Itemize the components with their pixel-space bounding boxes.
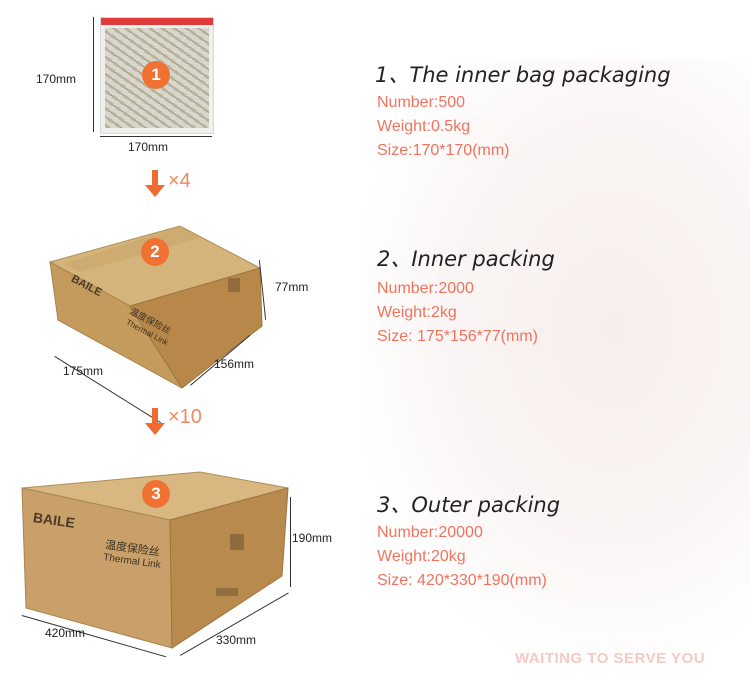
thermal-fuses-pattern [105, 28, 209, 128]
multiplier-2: ×10 [168, 406, 202, 428]
stage-3-title: 3、Outer packing [377, 493, 561, 517]
inner-box [48, 225, 263, 389]
outer-box-length-label: 420mm [45, 626, 86, 640]
stage-1-weight: Weight:0.5kg [377, 118, 471, 135]
inner-box-length-label: 175mm [63, 364, 104, 378]
outer-box [21, 471, 289, 649]
stage-1-badge: 1 [142, 61, 170, 89]
stage-2-weight: Weight:2kg [377, 304, 457, 321]
outer-box-width-label: 330mm [216, 633, 257, 647]
stage-3-number: Number:20000 [377, 524, 483, 541]
stage-3-specs: Number:20000 Weight:20kg Size: 420*330*1… [377, 521, 547, 593]
stage-3-weight: Weight:20kg [377, 548, 466, 565]
stage-2-size: Size: 175*156*77(mm) [377, 328, 538, 345]
stage-2-badge: 2 [141, 238, 169, 266]
stage-2-specs: Number:2000 Weight:2kg Size: 175*156*77(… [377, 277, 538, 349]
stage-1-specs: Number:500 Weight:0.5kg Size:170*170(mm) [377, 91, 510, 163]
stage-1-title: 1、The inner bag packaging [375, 63, 671, 87]
bag-height-label: 170mm [36, 72, 77, 86]
multiplier-1: ×4 [168, 170, 191, 192]
inner-box-height-label: 77mm [275, 280, 309, 294]
dim-line-vertical [93, 17, 94, 132]
stage-2-number: Number:2000 [377, 280, 474, 297]
stage-1-number: Number:500 [377, 94, 466, 111]
bag-seal [101, 18, 213, 25]
bag-width-label: 170mm [128, 140, 169, 154]
inner-box-width-label: 156mm [214, 357, 255, 371]
footer-slogan: WAITING TO SERVE YOU [515, 650, 706, 667]
stage-1-size: Size:170*170(mm) [377, 142, 510, 159]
stage-3-size: Size: 420*330*190(mm) [377, 572, 547, 589]
stage-2-title: 2、Inner packing [377, 247, 555, 271]
dim-line-outer-height [290, 497, 291, 587]
background-fade [360, 60, 750, 660]
stage-3-badge: 3 [142, 480, 170, 508]
outer-box-height-label: 190mm [292, 531, 333, 545]
dim-line-horizontal [100, 136, 212, 137]
